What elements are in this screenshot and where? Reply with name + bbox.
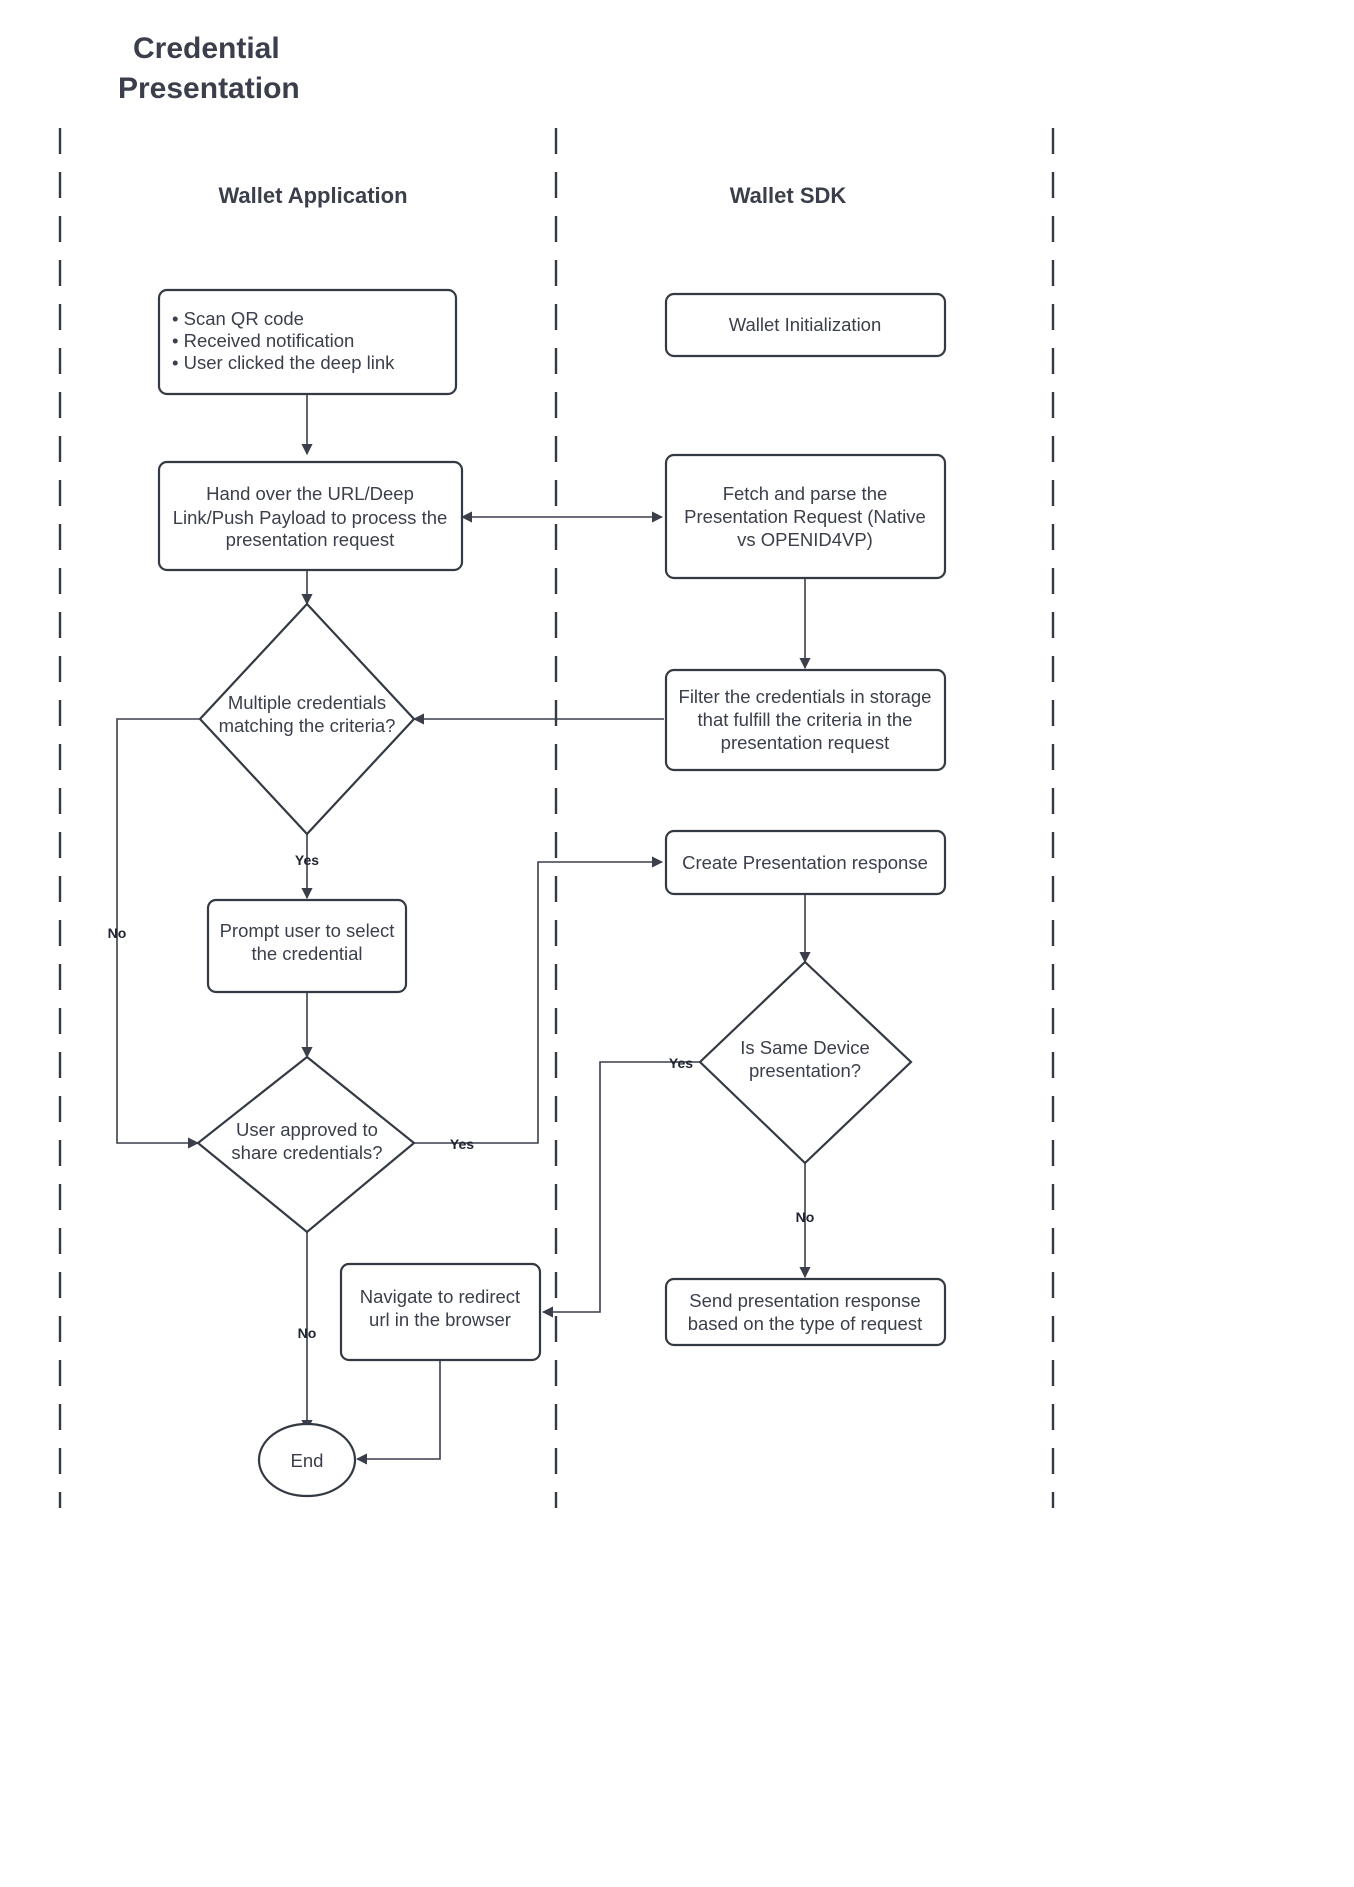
- node-multiple-credentials-line-2: matching the criteria?: [219, 715, 396, 736]
- node-filter-credentials-line-2: that fulfill the criteria in the: [698, 709, 913, 730]
- node-navigate-redirect-shape[interactable]: [339, 1262, 542, 1362]
- node-prompt-user-line-2: the credential: [251, 943, 362, 964]
- node-end[interactable]: End: [257, 1422, 357, 1498]
- node-filter-credentials-shape[interactable]: [664, 668, 947, 772]
- diagram-title-line-1: Credential: [133, 32, 280, 65]
- node-end-shape[interactable]: [257, 1422, 357, 1498]
- node-wallet-initialization-shape[interactable]: [664, 292, 947, 358]
- edge-label-samedevice-no: No: [796, 1209, 815, 1225]
- node-triggers-bullet-3: • User clicked the deep link: [172, 352, 395, 373]
- edge-label-multiple-yes: Yes: [295, 852, 319, 868]
- node-hand-over[interactable]: Hand over the URL/Deep Link/Push Payload…: [157, 460, 464, 572]
- node-fetch-parse[interactable]: Fetch and parse the Presentation Request…: [664, 453, 947, 580]
- node-send-response-shape[interactable]: [664, 1277, 947, 1347]
- node-fetch-parse-line-2: Presentation Request (Native: [684, 506, 926, 527]
- node-multiple-credentials[interactable]: Multiple credentials matching the criter…: [198, 602, 416, 836]
- node-is-same-device-line-1: Is Same Device: [740, 1037, 870, 1058]
- node-is-same-device-line-2: presentation?: [749, 1060, 861, 1081]
- node-triggers[interactable]: • Scan QR code • Received notification •…: [157, 288, 458, 396]
- node-send-response[interactable]: Send presentation response based on the …: [664, 1277, 947, 1347]
- node-send-response-line-1: Send presentation response: [689, 1290, 920, 1311]
- node-hand-over-line-2: Link/Push Payload to process the: [173, 507, 448, 528]
- node-is-same-device-shape[interactable]: [698, 960, 913, 1165]
- node-prompt-user-line-1: Prompt user to select: [220, 920, 395, 941]
- edge-label-approved-yes: Yes: [450, 1136, 474, 1152]
- node-user-approved[interactable]: User approved to share credentials?: [196, 1055, 416, 1234]
- node-user-approved-line-2: share credentials?: [231, 1142, 382, 1163]
- node-triggers-bullet-1: • Scan QR code: [172, 308, 304, 329]
- node-navigate-redirect-line-1: Navigate to redirect: [360, 1286, 520, 1307]
- edge-userapproved-yes: [414, 856, 664, 1144]
- edge-issamedevice-yes: [541, 1061, 700, 1318]
- node-create-presentation-label: Create Presentation response: [682, 852, 928, 873]
- node-hand-over-line-1: Hand over the URL/Deep: [206, 483, 414, 504]
- edge-multiplecredentials-no: [116, 718, 200, 1149]
- node-fetch-parse-shape[interactable]: [664, 453, 947, 580]
- node-filter-credentials[interactable]: Filter the credentials in storage that f…: [664, 668, 947, 772]
- node-hand-over-line-3: presentation request: [226, 529, 395, 550]
- node-wallet-initialization-label: Wallet Initialization: [729, 314, 882, 335]
- node-wallet-initialization[interactable]: Wallet Initialization: [664, 292, 947, 358]
- node-fetch-parse-line-3: vs OPENID4VP): [737, 529, 873, 550]
- node-navigate-redirect[interactable]: Navigate to redirect url in the browser: [339, 1262, 542, 1362]
- lane-title-wallet-application: Wallet Application: [218, 183, 407, 208]
- node-multiple-credentials-line-1: Multiple credentials: [228, 692, 386, 713]
- edge-label-multiple-no: No: [108, 925, 127, 941]
- lane-title-wallet-sdk: Wallet SDK: [730, 183, 847, 208]
- node-prompt-user[interactable]: Prompt user to select the credential: [206, 898, 408, 994]
- node-filter-credentials-line-1: Filter the credentials in storage: [679, 686, 932, 707]
- node-triggers-bullet-2: • Received notification: [172, 330, 354, 351]
- edge-navigateredirect-to-end: [355, 1360, 441, 1465]
- node-is-same-device[interactable]: Is Same Device presentation?: [698, 960, 913, 1165]
- node-fetch-parse-line-1: Fetch and parse the: [723, 483, 888, 504]
- node-user-approved-line-1: User approved to: [236, 1119, 378, 1140]
- node-send-response-line-2: based on the type of request: [688, 1313, 923, 1334]
- edge-label-samedevice-yes: Yes: [669, 1055, 693, 1071]
- node-create-presentation[interactable]: Create Presentation response: [664, 829, 947, 896]
- node-filter-credentials-line-3: presentation request: [721, 732, 890, 753]
- node-end-label: End: [291, 1450, 324, 1471]
- node-hand-over-shape[interactable]: [157, 460, 464, 572]
- node-navigate-redirect-line-2: url in the browser: [369, 1309, 511, 1330]
- edge-label-approved-no: No: [298, 1325, 317, 1341]
- diagram-title-line-2: Presentation: [118, 72, 300, 105]
- node-triggers-shape[interactable]: [157, 288, 458, 396]
- node-multiple-credentials-shape[interactable]: [198, 602, 416, 836]
- node-create-presentation-shape[interactable]: [664, 829, 947, 896]
- node-prompt-user-shape[interactable]: [206, 898, 408, 994]
- node-user-approved-shape[interactable]: [196, 1055, 416, 1234]
